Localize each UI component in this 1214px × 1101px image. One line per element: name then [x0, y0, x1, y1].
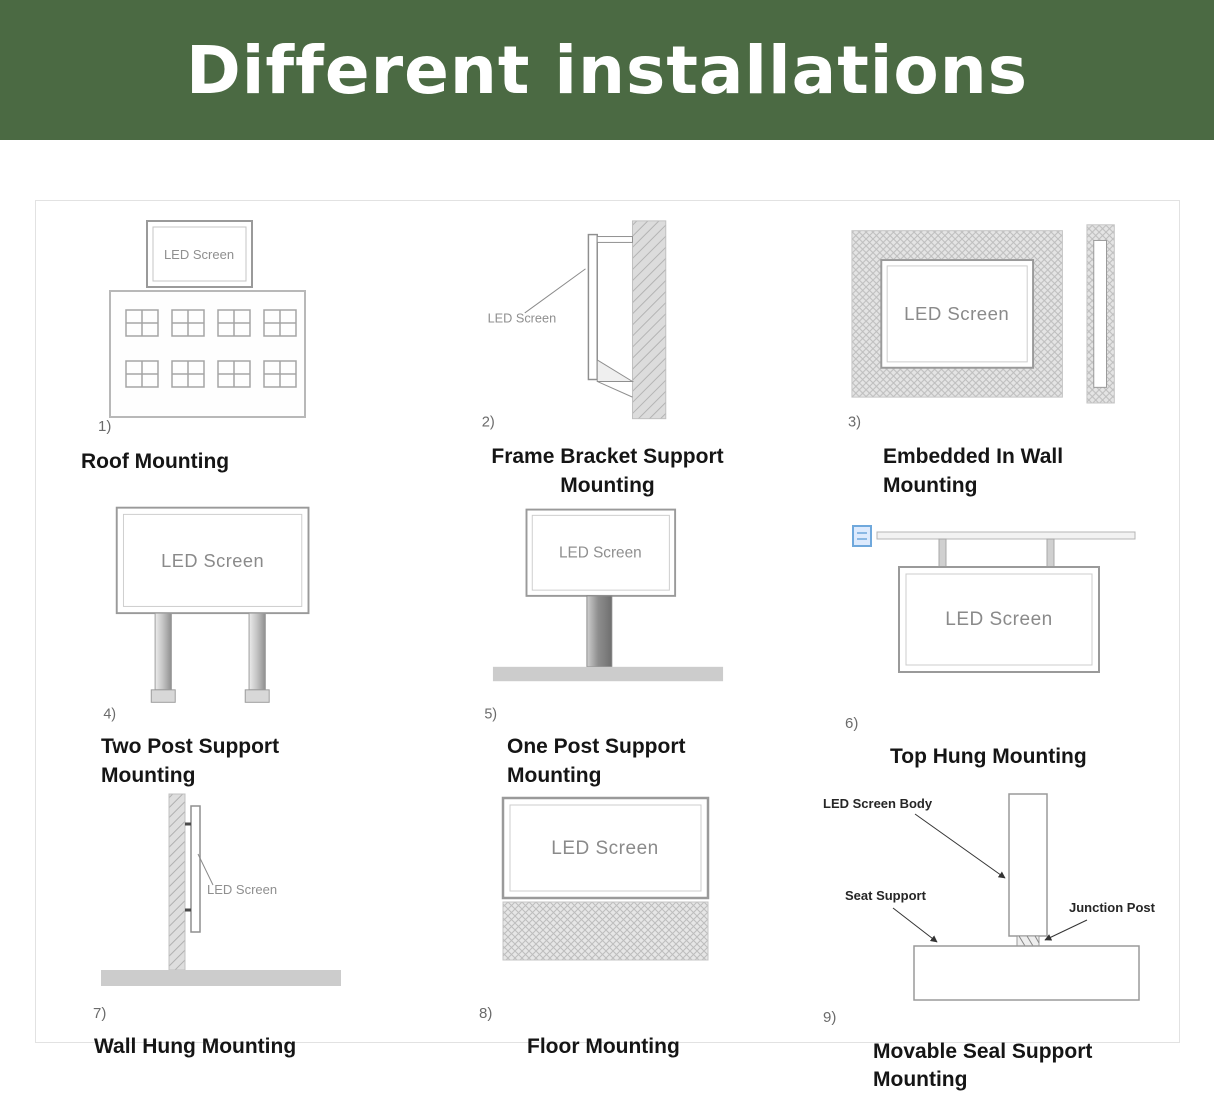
seat-base-shape [912, 945, 1140, 1001]
ground-shape [492, 666, 723, 682]
figures-grid: LED Screen 1) Roof Mount [36, 201, 1179, 1095]
screen-label: LED Screen [487, 311, 556, 326]
label-pointer-line [197, 853, 213, 886]
label-pointer-line [523, 268, 586, 314]
screen-shape [115, 506, 309, 615]
one-post-drawing: LED Screen 5) [484, 508, 723, 723]
screen-shape [525, 508, 676, 597]
screen-label: LED Screen [904, 303, 1009, 324]
body-arrow [914, 813, 1006, 879]
caption-roof-mounting: Roof Mounting [81, 450, 230, 473]
ceiling-anchor-icon [851, 525, 872, 547]
movable-seal-drawing: LED Screen Body Seat Support Junction Po… [823, 793, 1156, 1026]
junction-post-label: Junction Post [1069, 900, 1156, 915]
figure-number: 1) [98, 418, 111, 435]
screen-shape [897, 566, 1100, 673]
screen-label: LED Screen [163, 247, 233, 262]
screen-label: LED Screen [945, 609, 1052, 630]
screen-body-shape [1007, 793, 1048, 937]
ceiling-shape [876, 531, 1135, 540]
wall-shape [168, 793, 185, 971]
figure-one-post-mounting: LED Screen 5) One Post Support Mounting [417, 500, 798, 790]
roof-screen-shape [145, 220, 253, 288]
figure-number: 6) [845, 715, 858, 732]
caption-frame-bracket-mounting: Frame Bracket Support Mounting [491, 445, 724, 497]
caption-one-post-mounting: One Post Support Mounting [507, 735, 686, 787]
embedded-wall-drawing: LED Screen 3) [848, 224, 1115, 431]
figure-number: 5) [484, 707, 497, 723]
figure-frame-bracket-mounting: LED Screen 2) Frame Bracket Support Moun… [417, 215, 798, 500]
screen-panel-shape [189, 805, 201, 933]
wall-side-view-shape [1085, 224, 1115, 404]
figure-number: 2) [481, 415, 494, 431]
seat-arrow [892, 907, 938, 943]
wall-hung-drawing: LED Screen 7) [93, 793, 341, 1022]
screen-label: LED Screen [161, 551, 264, 571]
screen-label: LED Screen [559, 545, 642, 562]
support-post-shape [585, 595, 612, 668]
caption-embedded-wall-mounting: Embedded In Wall Mounting [883, 445, 1064, 497]
caption-movable-seal-mounting: Movable Seal Support Mounting [873, 1040, 1093, 1092]
screen-label: LED Screen [207, 882, 277, 897]
junction-shape [1016, 935, 1039, 947]
page-header: Different installations [0, 0, 1214, 140]
frame-bracket-drawing: LED Screen 2) [481, 220, 666, 431]
building-windows [124, 309, 297, 388]
figure-number: 7) [93, 1005, 106, 1022]
caption-floor-mounting: Floor Mounting [527, 1035, 680, 1058]
hanger-rods-shape [938, 538, 1054, 568]
figure-roof-mounting: LED Screen 1) Roof Mount [36, 215, 417, 500]
screen-shape [501, 796, 709, 900]
wall-shape [631, 220, 666, 420]
figures-panel: LED Screen 1) Roof Mount [35, 200, 1180, 1091]
figure-number: 8) [479, 1005, 492, 1022]
seat-support-label: Seat Support [845, 888, 927, 903]
figure-number: 3) [848, 415, 861, 431]
ground-shape [100, 970, 341, 986]
two-post-drawing: LED Screen 4) [103, 506, 309, 723]
roof-mounting-drawing: LED Screen 1) [98, 220, 306, 435]
figure-number: 4) [103, 707, 116, 723]
caption-top-hung-mounting: Top Hung Mounting [890, 745, 1087, 768]
screen-body-label: LED Screen Body [823, 796, 933, 811]
caption-wall-hung-mounting: Wall Hung Mounting [94, 1035, 297, 1058]
floor-mounting-drawing: LED Screen 8) [479, 796, 709, 1022]
figure-floor-mounting: LED Screen 8) Floor Mounting [417, 790, 798, 1095]
figure-two-post-mounting: LED Screen 4) Two Post Support Mounting [36, 500, 417, 790]
page-title: Different installations [186, 31, 1028, 109]
figure-top-hung-mounting: LED Screen 6) Top Hung Mounting [798, 500, 1179, 790]
base-shape [502, 901, 708, 961]
top-hung-drawing: LED Screen 6) [845, 525, 1135, 732]
mount-pins-shape [184, 822, 191, 912]
screen-label: LED Screen [551, 838, 658, 859]
screen-shape [879, 259, 1034, 369]
building-shape [108, 290, 306, 418]
figure-movable-seal-mounting: LED Screen Body Seat Support Junction Po… [798, 790, 1179, 1095]
figure-wall-hung-mounting: LED Screen 7) Wall Hung Mounting [36, 790, 417, 1095]
screen-panel-shape [587, 233, 634, 398]
junction-arrow [1043, 919, 1087, 941]
figure-number: 9) [823, 1009, 836, 1026]
caption-two-post-mounting: Two Post Support Mounting [101, 735, 280, 787]
figure-embedded-wall-mounting: LED Screen 3) Embedded In Wall Mounting [798, 215, 1179, 500]
support-posts-shape [150, 612, 270, 703]
